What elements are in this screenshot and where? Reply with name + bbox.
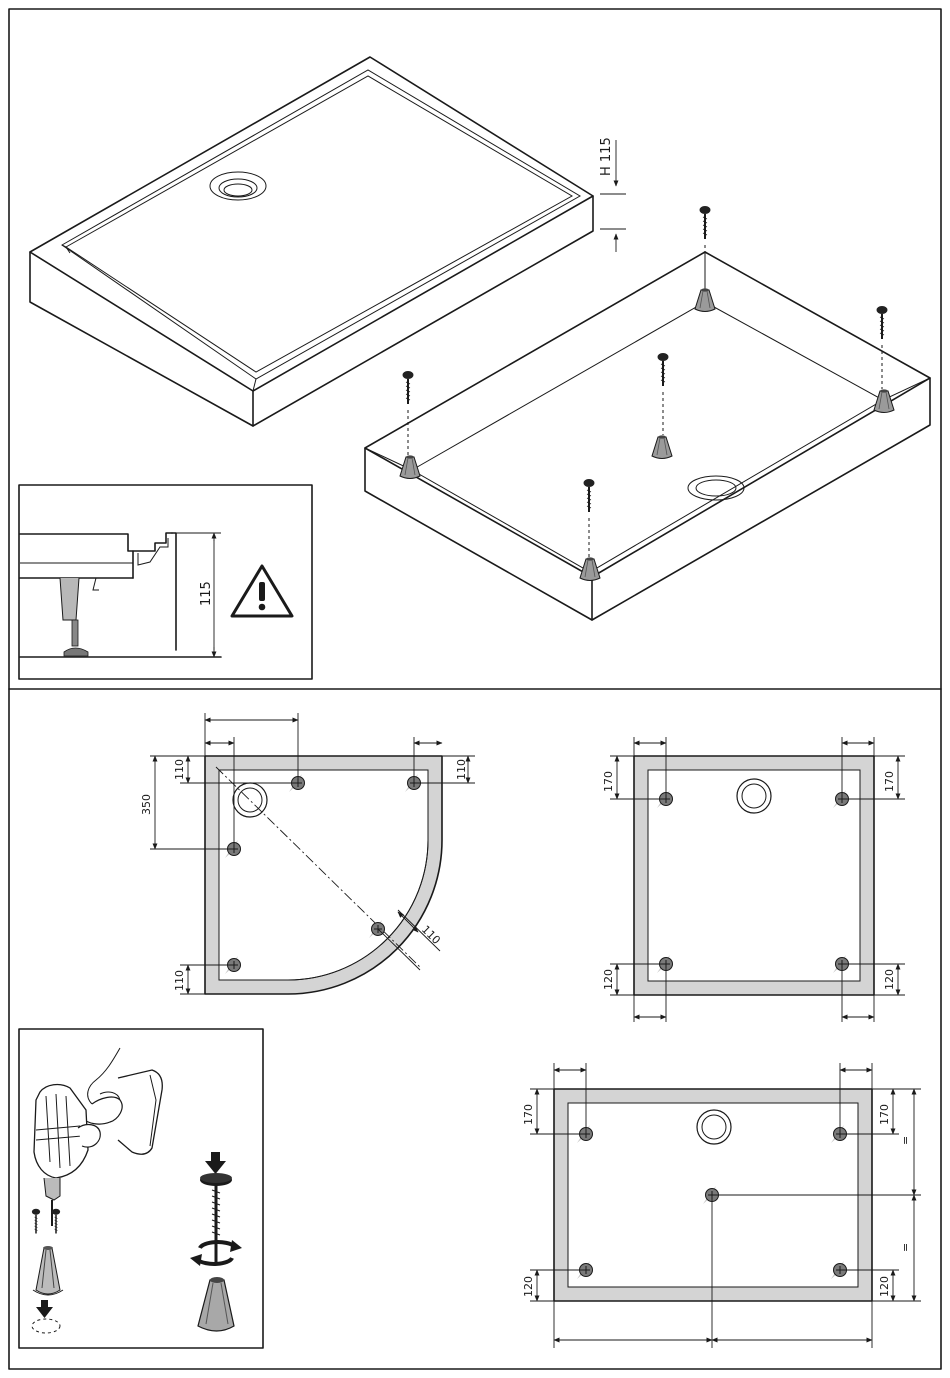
adjustable-foot <box>190 1152 242 1331</box>
shower-tray-underside-view <box>365 252 930 620</box>
dim-170-right: 170 <box>883 771 896 792</box>
adjustment-screw <box>403 371 414 404</box>
dim-120-left: 120 <box>602 969 615 990</box>
tray-height-dimension: H 115 <box>599 137 626 252</box>
support-foot <box>874 389 894 412</box>
drill-icon <box>34 1048 162 1226</box>
dim-equal-lower: = <box>899 1243 912 1252</box>
dim-170-left: 170 <box>602 771 615 792</box>
adjustment-screw <box>700 206 711 239</box>
rectangle-tray-foot-layout: 170 170 = = 120 120 <box>522 1063 921 1348</box>
dim-110-top-right: 110 <box>455 759 468 780</box>
dim-110-bottom-left: 110 <box>173 970 186 991</box>
dim-170-left: 170 <box>522 1104 535 1125</box>
adjustment-screw <box>584 479 595 512</box>
inset-height-label: 115 <box>199 581 214 606</box>
dim-110-diagonal: 110 <box>419 923 443 947</box>
warning-icon <box>232 566 292 616</box>
dim-120-left: 120 <box>522 1276 535 1297</box>
assembly-inset <box>19 1029 263 1348</box>
support-foot <box>400 455 420 478</box>
support-foot <box>580 557 600 580</box>
dim-170-right: 170 <box>878 1104 891 1125</box>
square-tray-foot-layout: 170 170 120 120 <box>602 737 905 1022</box>
adjustment-screw <box>877 306 888 339</box>
dim-350: 350 <box>140 794 153 815</box>
dim-120-right: 120 <box>878 1276 891 1297</box>
support-foot <box>695 288 715 311</box>
quadrant-tray-foot-layout: 110 110 350 110 110 <box>140 713 475 994</box>
shower-tray-top-view <box>30 57 593 426</box>
cross-section-inset: 115 <box>19 485 312 679</box>
adjustment-screw <box>658 353 669 386</box>
dim-110-top-left: 110 <box>173 759 186 780</box>
feet-assembly <box>400 206 894 581</box>
tray-height-label: H 115 <box>599 137 614 176</box>
dim-120-right: 120 <box>883 969 896 990</box>
dim-equal-upper: = <box>899 1136 912 1145</box>
support-foot <box>652 435 672 458</box>
down-arrow-icon <box>36 1300 53 1318</box>
